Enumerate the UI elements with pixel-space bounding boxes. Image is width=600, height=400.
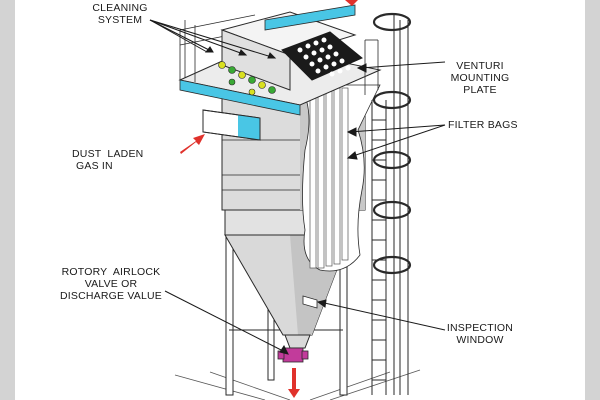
label-inspection-window: INSPECTION WINDOW	[440, 322, 520, 346]
filter-bags	[309, 87, 349, 269]
inspection-window	[302, 295, 318, 309]
inlet-arrow-icon	[180, 134, 205, 154]
label-rotary-airlock-line3: DISCHARGE VALUE	[60, 290, 162, 302]
label-venturi-plate-line3: PLATE	[463, 84, 497, 96]
label-dust-gas-in: DUST LADEN GAS IN	[72, 148, 143, 172]
floor-grid	[174, 369, 421, 400]
label-rotary-airlock-line2: VALVE OR	[84, 278, 138, 290]
label-cleaning-system-line2: SYSTEM	[97, 14, 143, 26]
top-arrow-icon	[345, 0, 358, 6]
label-dust-gas-in-line2: GAS IN	[76, 160, 113, 172]
label-dust-gas-in-line1: DUST LADEN	[72, 148, 144, 160]
top-plenum	[178, 4, 382, 116]
outlet-arrow-icon	[288, 368, 300, 398]
label-inspection-window-line2: WINDOW	[456, 334, 504, 346]
venturi-plate	[281, 31, 363, 81]
label-venturi-plate-line2: MOUNTING	[450, 72, 510, 84]
cleaning-nozzles	[218, 61, 276, 96]
label-cleaning-system-line1: CLEANING	[92, 2, 148, 14]
label-cleaning-system: CLEANING SYSTEM	[85, 2, 155, 26]
label-venturi-plate: VENTURI MOUNTING PLATE	[440, 60, 520, 96]
main-housing	[221, 84, 381, 272]
label-rotary-airlock-line1: ROTORY AIRLOCK	[61, 266, 161, 278]
gas-inlet	[202, 109, 261, 141]
leader-lines	[149, 19, 446, 355]
label-rotary-airlock: ROTORY AIRLOCK VALVE OR DISCHARGE VALUE	[52, 266, 170, 302]
label-inspection-window-line1: INSPECTION	[446, 322, 514, 334]
rotary-valve-icon	[277, 347, 309, 363]
access-ladder	[371, 12, 412, 395]
label-filter-bags: FILTER BAGS	[448, 119, 518, 131]
label-venturi-plate-line1: VENTURI	[456, 60, 504, 72]
